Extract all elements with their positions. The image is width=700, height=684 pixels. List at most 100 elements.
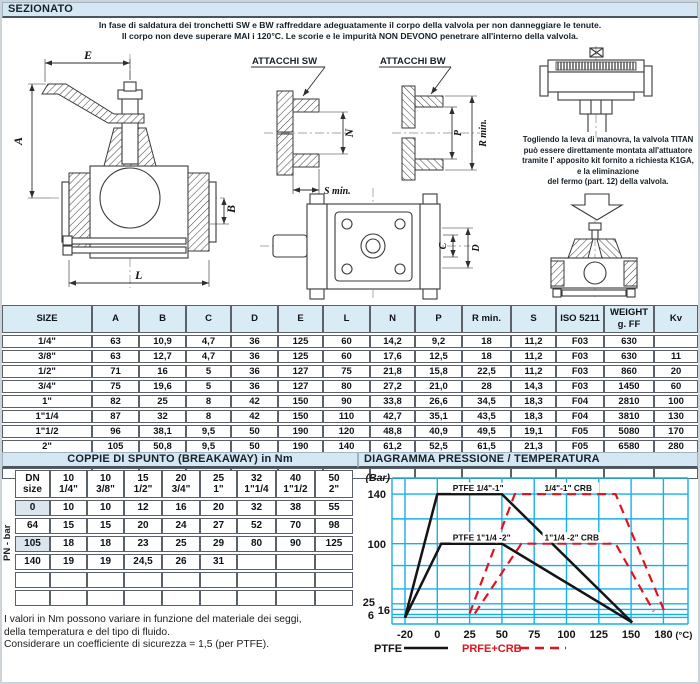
dim-table-cell: 14,3 — [511, 380, 556, 393]
dim-table-cell: 3/8" — [2, 350, 92, 363]
dim-table-cell: 110 — [323, 410, 370, 423]
dim-table-cell: F03 — [556, 365, 604, 378]
x-tick-label: 50 — [496, 629, 508, 641]
bk-empty-cell — [124, 590, 162, 606]
bk-value-cell: 125 — [315, 536, 353, 552]
x-tick-label: 0 — [434, 629, 440, 641]
bk-empty-cell — [50, 572, 87, 588]
dim-table-cell: 1" — [2, 395, 92, 408]
bk-empty-cell — [315, 572, 353, 588]
dim-table-cell: 14,2 — [370, 335, 415, 348]
dim-table-cell: 190 — [278, 425, 323, 438]
dim-table-cell: 19,1 — [511, 425, 556, 438]
bk-value-cell: 23 — [124, 536, 162, 552]
dim-table-cell: 16 — [139, 365, 186, 378]
dim-table-cell: 36 — [231, 350, 278, 363]
dim-table-cell: 26,6 — [415, 395, 462, 408]
bk-empty-cell — [87, 572, 124, 588]
bk-value-cell: 31 — [200, 554, 237, 570]
dim-label-B: B — [224, 205, 238, 214]
dim-table-cell: 43,5 — [462, 410, 511, 423]
dim-table-cell: 18,3 — [511, 395, 556, 408]
bk-empty-row — [15, 590, 353, 606]
bk-value-cell: 19 — [50, 554, 87, 570]
curve-label-bg — [450, 532, 522, 543]
bk-value-cell — [315, 554, 353, 570]
dim-table-cell: 19,6 — [139, 380, 186, 393]
dim-label-A: A — [11, 137, 25, 146]
y-tick-label: 100 — [368, 539, 386, 551]
dim-table-cell: 28 — [462, 380, 511, 393]
dim-table-cell: 150 — [278, 410, 323, 423]
bk-value-cell: 80 — [237, 536, 276, 552]
dim-table-cell: 36 — [231, 380, 278, 393]
attacchi-sw-label: ATTACCHI SW — [252, 56, 317, 67]
dim-table-cell: 21,0 — [415, 380, 462, 393]
bk-dn-cell: 140 — [15, 554, 50, 570]
dim-label-L: L — [134, 268, 142, 282]
dim-col-header: P — [415, 305, 462, 333]
bk-empty-cell — [124, 572, 162, 588]
dim-label-N: N — [342, 127, 356, 138]
attacchi-bw-label: ATTACCHI BW — [380, 56, 446, 67]
dim-col-header: ISO 5211 — [556, 305, 604, 333]
actuator-note: Togliendo la leva di manovra, la valvola… — [516, 135, 698, 188]
bk-value-cell: 70 — [276, 518, 315, 534]
drawing-valve-plan-view — [539, 46, 653, 138]
bk-empty-cell — [162, 590, 200, 606]
bk-value-cell: 15 — [50, 518, 87, 534]
dim-table-cell: 125 — [278, 335, 323, 348]
dim-table-cell: 22,5 — [462, 365, 511, 378]
x-tick-label: 100 — [557, 629, 575, 641]
y-axis-label: (Bar) — [365, 472, 390, 484]
dim-label-P: P — [453, 129, 464, 136]
dim-table-cell — [654, 335, 698, 348]
bk-empty-cell — [315, 590, 353, 606]
dim-table-cell: 35,1 — [415, 410, 462, 423]
dim-table-cell: 1450 — [604, 380, 654, 393]
dim-table-cell: 75 — [323, 365, 370, 378]
x-tick-label: 75 — [528, 629, 540, 641]
y-tick-label: 140 — [368, 489, 386, 501]
y-tick-label: 6 — [368, 610, 374, 622]
dim-table-cell: 8 — [186, 395, 231, 408]
bk-value-cell: 27 — [200, 518, 237, 534]
bk-value-cell: 52 — [237, 518, 276, 534]
dim-table-cell: 63 — [92, 350, 139, 363]
bk-value-cell: 18 — [50, 536, 87, 552]
dim-label-D: D — [471, 244, 482, 252]
curve-label: 1"1/4 -2" CRB — [545, 533, 600, 543]
dim-table-cell: 2810 — [604, 395, 654, 408]
bk-value-cell: 25 — [162, 536, 200, 552]
footnote-line-3: Considerare un coefficiente di sicurezza… — [4, 639, 270, 651]
dim-table-cell: 96 — [92, 425, 139, 438]
dim-table-cell: 127 — [278, 380, 323, 393]
x-tick-label: 25 — [463, 629, 475, 641]
dim-table-cell: 82 — [92, 395, 139, 408]
note-line-2: può essere direttamente montata all'attu… — [523, 145, 693, 155]
dim-table-cell: 36 — [231, 335, 278, 348]
dim-table-cell: 11,2 — [511, 335, 556, 348]
dim-table-cell: 170 — [654, 425, 698, 438]
note-line-4: e la eliminazione — [577, 166, 639, 176]
dim-table-cell: 5 — [186, 365, 231, 378]
drawing-valve-top-view: C D — [260, 188, 482, 300]
bk-value-cell: 29 — [200, 536, 237, 552]
dim-table-cell: F04 — [556, 410, 604, 423]
dim-col-header: E — [278, 305, 323, 333]
bk-empty-cell — [50, 590, 87, 606]
dim-table-cell: 3/4" — [2, 380, 92, 393]
dim-table-cell: 11 — [654, 350, 698, 363]
dim-table-cell: 11,2 — [511, 365, 556, 378]
